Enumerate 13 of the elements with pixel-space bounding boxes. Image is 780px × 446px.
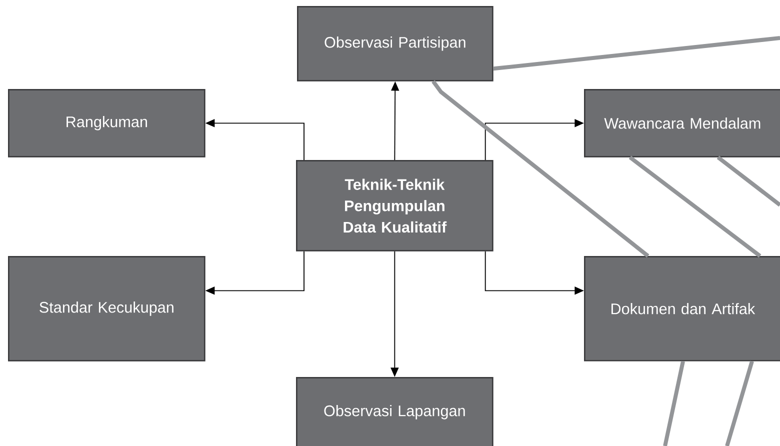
connector xyxy=(493,36,780,71)
process-box: Observasi Partisipan xyxy=(297,6,494,82)
process-box: Dokumen dan Artifak xyxy=(584,256,780,362)
connector xyxy=(432,80,650,258)
connector xyxy=(716,156,780,207)
connector xyxy=(628,156,762,258)
process-box: Wawancara Mendalam xyxy=(584,89,780,158)
process-box: Teknik-Teknik Pengumpulan Data Kualitatif xyxy=(296,160,494,252)
process-box: Observasi Lapangan xyxy=(296,377,494,446)
connector xyxy=(725,360,754,446)
process-box: Standar Kecukupan xyxy=(8,256,206,362)
connector xyxy=(663,360,685,446)
process-box: Rangkuman xyxy=(8,89,206,158)
